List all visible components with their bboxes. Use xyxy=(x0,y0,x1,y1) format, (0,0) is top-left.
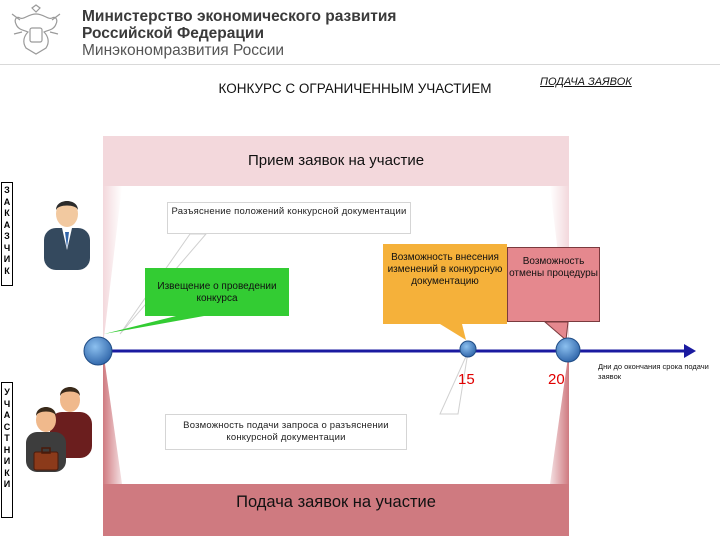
emblem-icon xyxy=(11,4,61,55)
days-note: Дни до окончания срока подачи заявок xyxy=(598,362,709,381)
notice-callout: Извещение о проведении конкурса xyxy=(145,268,289,316)
timeline-node-start xyxy=(83,336,113,366)
band-submitting-applications xyxy=(103,484,569,536)
band-submitting-label: Подача заявок на участие xyxy=(236,493,436,511)
request-pointer xyxy=(439,351,469,415)
timeline-arrow-icon xyxy=(684,344,696,358)
right-bottom-funnel xyxy=(550,350,569,484)
changes-pointer xyxy=(440,324,466,340)
day-15-label: 15 xyxy=(458,371,475,388)
slide-title: КОНКУРС С ОГРАНИЧЕННЫМ УЧАСТИЕМ xyxy=(218,81,492,96)
notice-pointer xyxy=(104,316,204,334)
band-receiving-label: Прием заявок на участие xyxy=(247,152,425,169)
group-with-briefcase-icon xyxy=(26,387,92,472)
businessman-icon xyxy=(44,201,90,270)
header xyxy=(0,0,720,64)
submission-link[interactable]: ПОДАЧА ЗАЯВОК xyxy=(540,76,632,88)
request-callout: Возможность подачи запроса о разъяснении… xyxy=(165,414,407,450)
left-top-funnel xyxy=(103,186,122,346)
ministry-country: Российской Федерации xyxy=(82,25,264,42)
cancel-pointer xyxy=(543,321,569,341)
clarification-callout: Разъяснение положений конкурсной докумен… xyxy=(167,202,411,234)
timeline-node-day20 xyxy=(555,337,581,363)
band-receiving-applications xyxy=(103,136,569,186)
timeline-node-day15 xyxy=(459,340,477,358)
ministry-short-name: Минэкономразвития России xyxy=(82,42,285,59)
changes-callout: Возможность внесения изменений в конкурс… xyxy=(383,244,507,324)
day-20-label: 20 xyxy=(548,371,565,388)
header-divider xyxy=(0,64,720,65)
left-bottom-funnel xyxy=(103,350,122,484)
cancel-callout: Возможность отмены процедуры xyxy=(507,247,600,322)
ministry-name: Министерство экономического развития xyxy=(82,8,397,25)
